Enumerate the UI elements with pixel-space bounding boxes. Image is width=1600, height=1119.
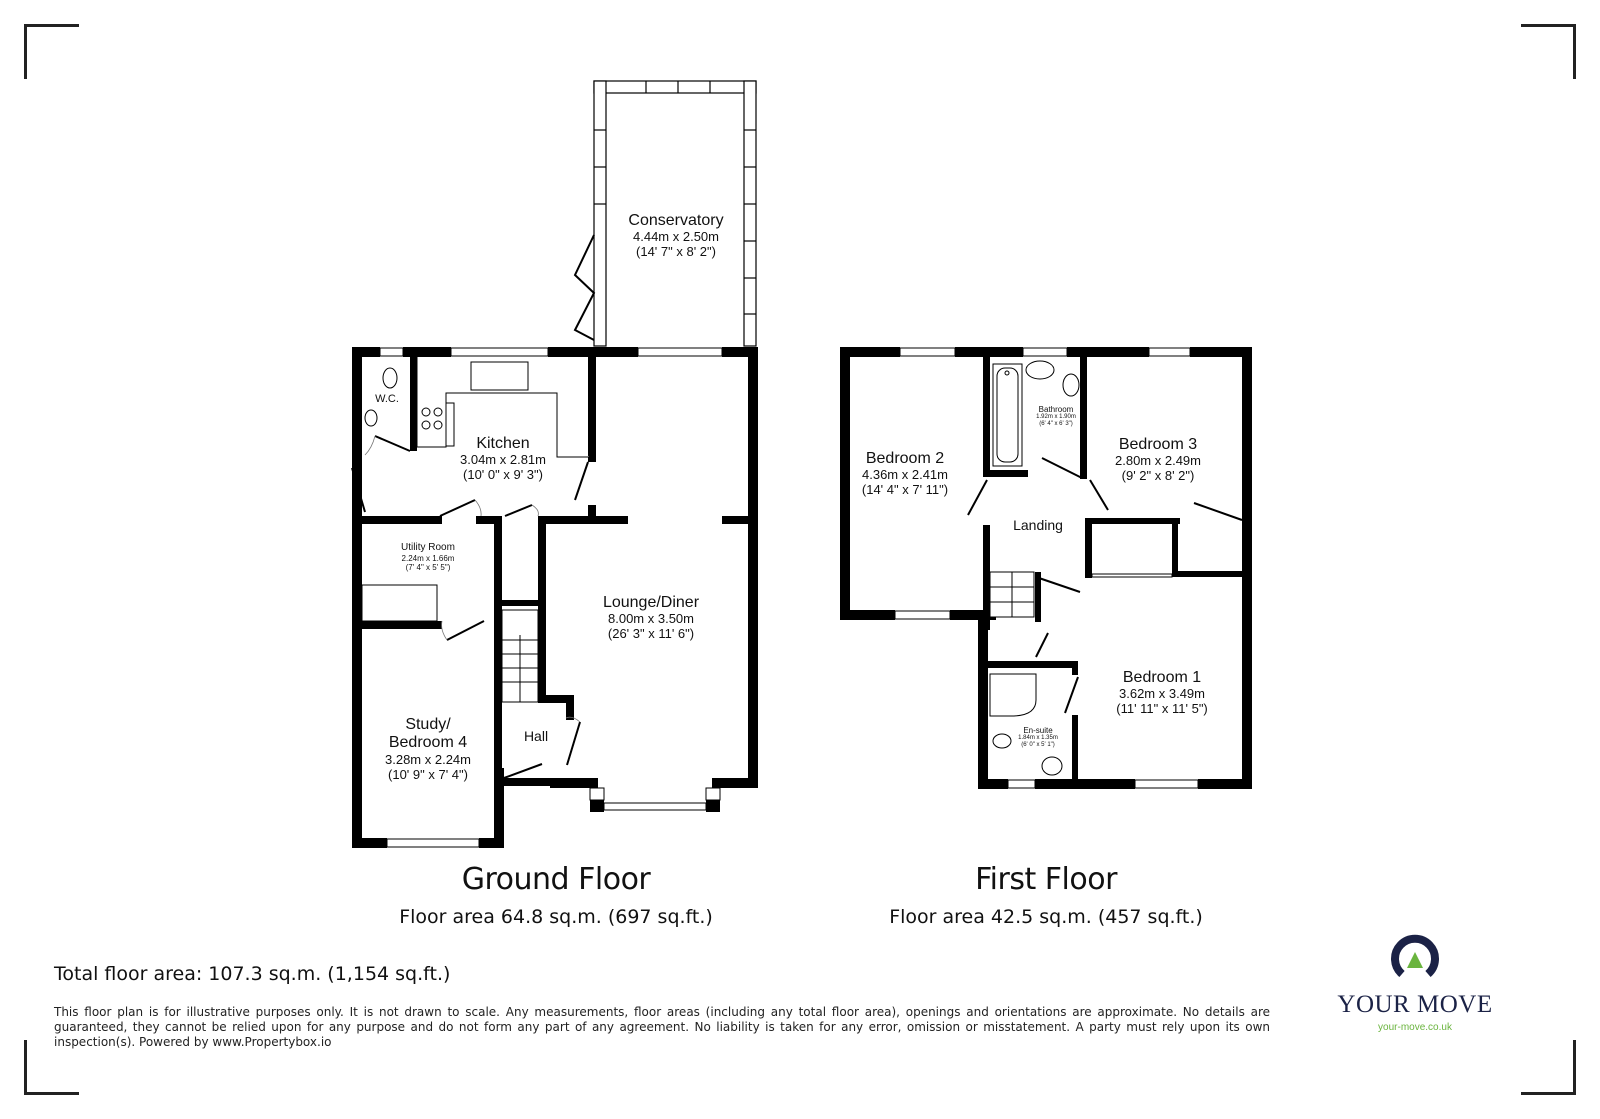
your-move-logo-icon: [1391, 934, 1439, 978]
first-floor-plan: [840, 347, 1252, 789]
room-name: Hall: [523, 728, 549, 744]
room-dimensions-metric: 1.92m x 1.90m: [1036, 414, 1076, 421]
room-name: W.C.: [375, 393, 399, 405]
room-label-bedroom-3: Bedroom 3 2.80m x 2.49m (9' 2" x 8' 2"): [1115, 436, 1201, 484]
room-name: Lounge/Diner: [602, 594, 700, 611]
room-name: Bedroom 3: [1118, 436, 1198, 453]
room-name: Conservatory: [628, 212, 724, 229]
room-dimensions-metric: 4.44m x 2.50m: [633, 229, 719, 245]
logo-name: YOUR MOVE: [1337, 991, 1493, 1018]
room-dimensions-metric: 8.00m x 3.50m: [607, 611, 694, 627]
your-move-logo: YOUR MOVE your-move.co.uk: [1330, 930, 1500, 1033]
room-label-bedroom-2: Bedroom 2 4.36m x 2.41m (14' 4" x 7' 11"…: [862, 450, 948, 498]
conservatory-bifold-door: [573, 234, 596, 341]
room-dimensions-imperial: (7' 4" x 5' 5"): [405, 562, 451, 572]
room-label-bedroom-1: Bedroom 1 3.62m x 3.49m (11' 11" x 11' 5…: [1116, 669, 1208, 717]
room-name: Utility Room: [401, 542, 455, 553]
conservatory-glazing: [593, 80, 757, 347]
room-name: Bedroom 1: [1122, 669, 1202, 686]
crop-mark-top-right: [1521, 24, 1576, 79]
crop-mark-bottom-right: [1521, 1040, 1576, 1095]
ground-floor-title: Ground Floor: [461, 862, 651, 897]
room-dimensions-metric: 3.04m x 2.81m: [460, 452, 546, 468]
room-dimensions-metric: 3.28m x 2.24m: [385, 751, 471, 767]
room-dimensions-imperial: (6' 0" x 5' 1"): [1021, 742, 1055, 749]
room-dimensions-imperial: (9' 2" x 8' 2"): [1121, 468, 1195, 484]
ground-floor-area: Floor area 64.8 sq.m. (697 sq.ft.): [399, 906, 713, 928]
room-dimensions-metric: 2.24m x 1.66m: [401, 553, 455, 563]
room-label-landing: Landing: [1013, 517, 1063, 533]
room-dimensions-imperial: (6' 4" x 6' 3"): [1039, 421, 1073, 428]
crop-mark-bottom-left: [24, 1040, 79, 1095]
disclaimer-text: This floor plan is for illustrative purp…: [54, 1005, 1270, 1049]
room-name: Bathroom: [1038, 405, 1074, 414]
logo-url[interactable]: your-move.co.uk: [1378, 1022, 1452, 1033]
room-dimensions-imperial: (26' 3" x 11' 6"): [607, 626, 695, 642]
first-floor-title: First Floor: [975, 862, 1117, 897]
room-label-bathroom: Bathroom 1.92m x 1.90m (6' 4" x 6' 3"): [1036, 405, 1076, 428]
room-label-utility-room: Utility Room 2.24m x 1.66m (7' 4" x 5' 5…: [401, 542, 455, 572]
room-dimensions-imperial: (11' 11" x 11' 5"): [1116, 701, 1208, 717]
room-dimensions-metric: 1.84m x 1.35m: [1018, 735, 1058, 742]
room-name: Landing: [1013, 517, 1063, 533]
first-floor-area: Floor area 42.5 sq.m. (457 sq.ft.): [889, 906, 1203, 928]
room-dimensions-metric: 4.36m x 2.41m: [862, 467, 948, 483]
room-dimensions-metric: 2.80m x 2.49m: [1115, 453, 1201, 469]
room-dimensions-metric: 3.62m x 3.49m: [1118, 686, 1205, 702]
room-label-conservatory: Conservatory 4.44m x 2.50m (14' 7" x 8' …: [628, 212, 723, 260]
room-name-line2: Bedroom 4: [388, 734, 468, 752]
room-dimensions-imperial: (14' 7" x 8' 2"): [636, 244, 716, 260]
total-floor-area: Total floor area: 107.3 sq.m. (1,154 sq.…: [54, 963, 451, 985]
room-dimensions-imperial: (14' 4" x 7' 11"): [861, 482, 949, 498]
room-name: Kitchen: [476, 435, 530, 452]
room-label-lounge-diner: Lounge/Diner 8.00m x 3.50m (26' 3" x 11'…: [603, 594, 699, 642]
first-floor-doors: [967, 457, 1243, 714]
ground-floor-doors: [351, 435, 589, 779]
room-label-kitchen: Kitchen 3.04m x 2.81m (10' 0" x 9' 3"): [460, 435, 546, 483]
room-dimensions-imperial: (10' 0" x 9' 3"): [463, 467, 543, 483]
room-name: En-suite: [1023, 726, 1053, 735]
room-name: Bedroom 2: [865, 450, 945, 467]
ground-floor-plan: [351, 80, 758, 848]
room-dimensions-imperial: (10' 9" x 7' 4"): [388, 766, 468, 782]
crop-mark-top-left: [24, 24, 79, 79]
room-label-study-bedroom-4: Study/ Bedroom 4 3.28m x 2.24m (10' 9" x…: [385, 716, 471, 783]
room-label-wc: W.C.: [375, 393, 399, 406]
room-label-hall: Hall: [524, 728, 548, 744]
room-label-en-suite: En-suite 1.84m x 1.35m (6' 0" x 5' 1"): [1018, 726, 1058, 749]
room-name-line1: Study/: [405, 716, 451, 733]
